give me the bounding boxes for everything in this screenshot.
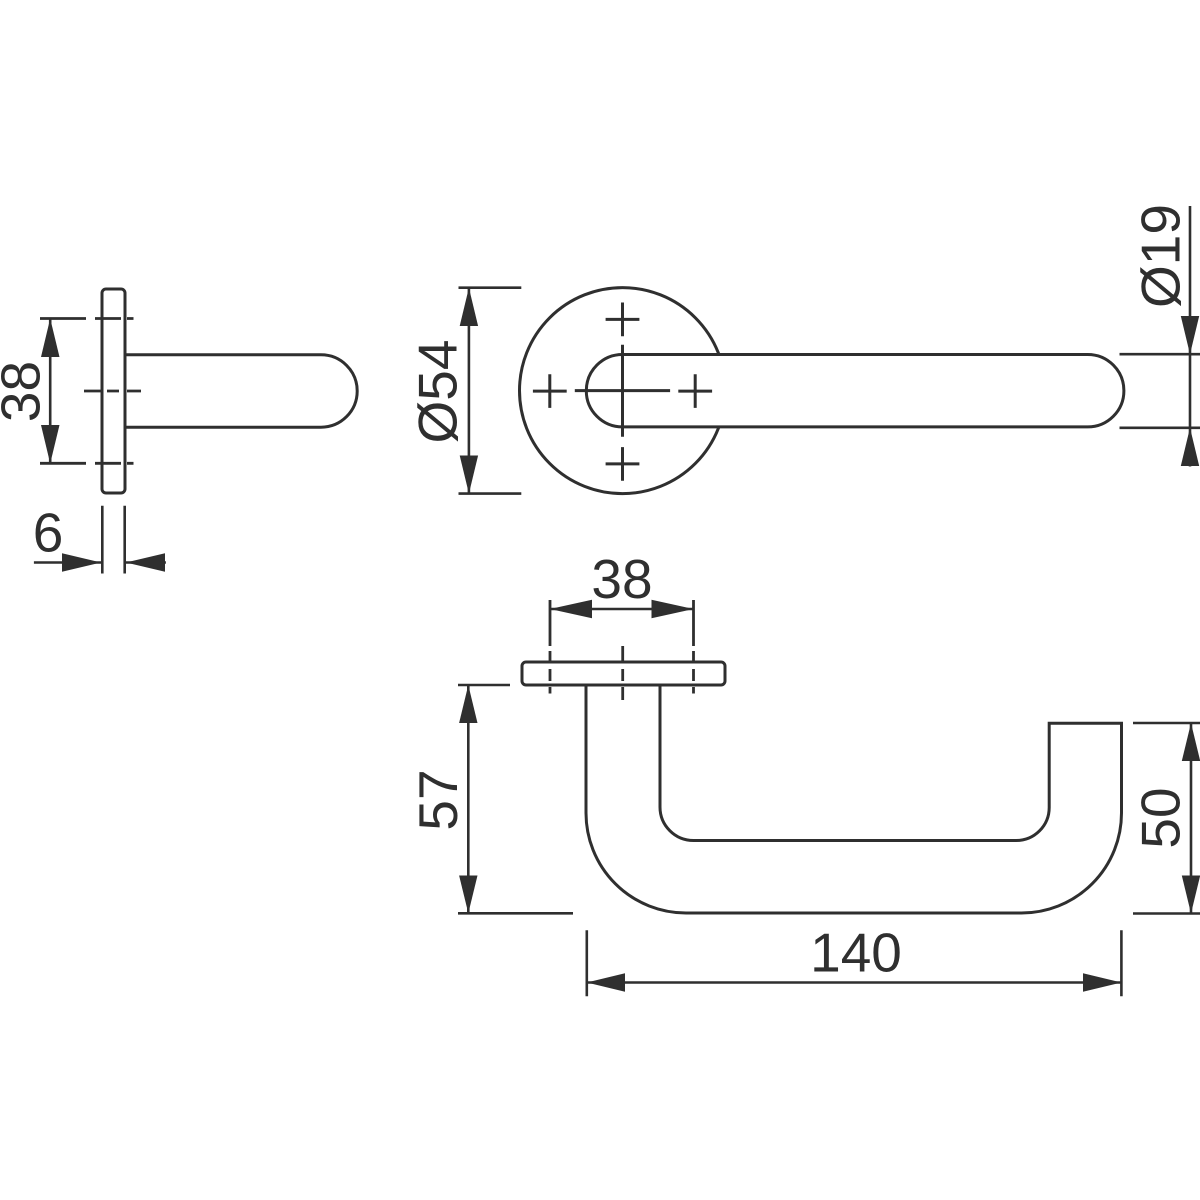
svg-text:38: 38: [591, 548, 652, 610]
svg-text:Ø19: Ø19: [1129, 204, 1191, 308]
svg-text:38: 38: [0, 361, 51, 422]
svg-text:140: 140: [810, 921, 902, 983]
svg-text:6: 6: [33, 501, 64, 563]
svg-text:50: 50: [1129, 787, 1191, 848]
svg-text:Ø54: Ø54: [406, 340, 468, 444]
svg-text:57: 57: [407, 769, 469, 830]
